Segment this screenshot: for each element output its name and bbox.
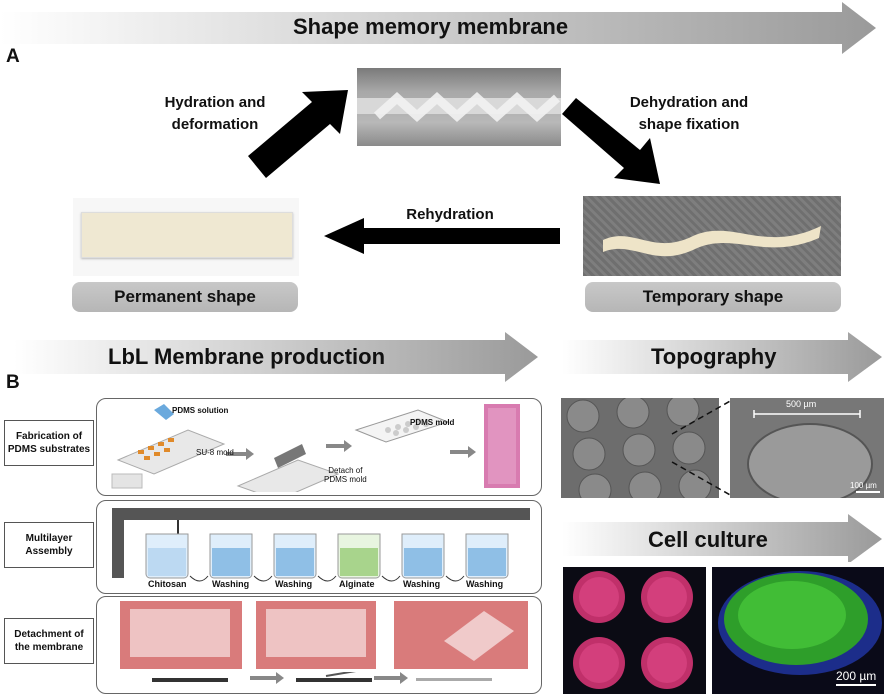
multilayer-illustration	[112, 508, 530, 582]
panel-letter-a: A	[6, 46, 20, 67]
topography-banner	[562, 332, 882, 382]
hydrated-membrane-photo	[357, 68, 561, 146]
topography-title: Topography	[651, 344, 777, 369]
shape-memory-title: Shape memory membrane	[293, 14, 569, 39]
pdms-mold-label: PDMS mold	[410, 418, 455, 427]
detachment-photo-2	[256, 601, 376, 669]
scale-bar-500um: 500 µm	[786, 399, 817, 409]
beaker-label-chitosan: Chitosan	[148, 579, 187, 589]
hydration-arrow	[248, 90, 348, 178]
beaker-label-alginate: Alginate	[339, 579, 375, 589]
scale-bar-100um: 100 µm	[850, 481, 877, 490]
permanent-shape-label: Permanent shape	[72, 282, 298, 312]
shape-memory-banner	[0, 2, 876, 54]
cell-culture-banner	[562, 514, 882, 562]
topography-sem-overview	[561, 398, 719, 498]
topography-sem-zoom	[730, 398, 884, 498]
beaker-label-washing-4: Washing	[466, 579, 504, 589]
scale-bar-200um: 200 µm	[836, 669, 877, 683]
rehydration-arrow	[324, 218, 560, 254]
permanent-shape-photo	[73, 198, 299, 276]
rehydration-label: Rehydration	[406, 206, 494, 223]
beaker-label-washing-3: Washing	[403, 579, 441, 589]
cell-culture-photo-green	[712, 567, 884, 694]
cell-culture-photo-wells	[563, 567, 706, 694]
lbl-title: LbL Membrane production	[108, 344, 386, 369]
su8-label: SU-8 mold	[196, 448, 234, 457]
fabrication-illustration	[111, 404, 520, 492]
detachment-photo-3	[394, 601, 528, 669]
temporary-shape-label: Temporary shape	[585, 282, 841, 312]
dehydration-arrow	[562, 98, 660, 184]
beaker-label-washing-2: Washing	[275, 579, 313, 589]
temporary-shape-photo	[583, 196, 841, 276]
pdms-solution-label: PDMS solution	[172, 406, 229, 415]
lbl-banner	[14, 332, 538, 382]
panel-letter-b: B	[6, 372, 20, 393]
cell-culture-title: Cell culture	[648, 527, 768, 552]
detachment-photo-1	[120, 601, 242, 669]
detachment-schematic	[152, 672, 492, 684]
zoom-dashed-lines	[671, 399, 733, 497]
beaker-label-washing-1: Washing	[212, 579, 250, 589]
